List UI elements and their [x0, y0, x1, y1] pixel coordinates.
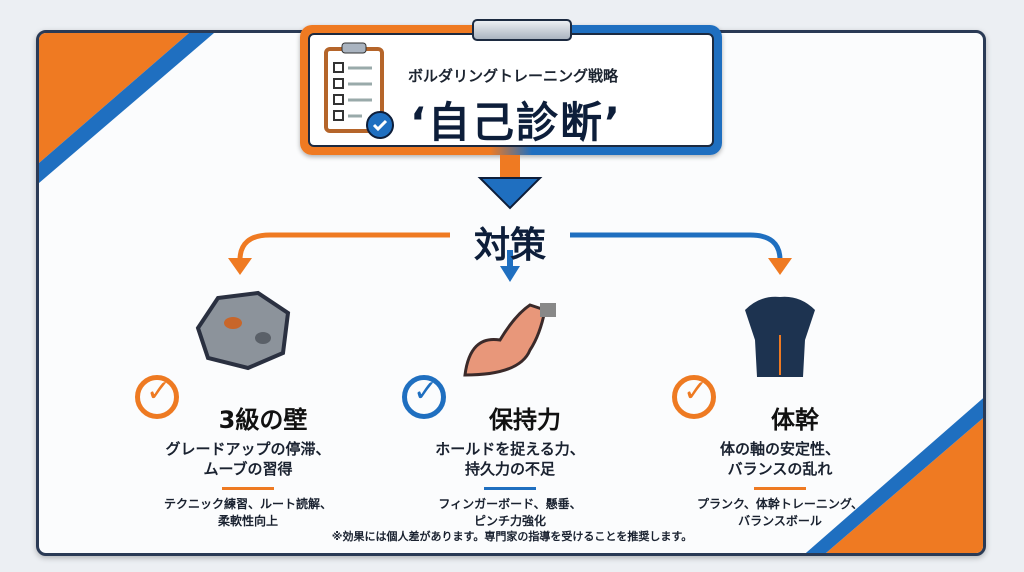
header-title: ‘自己診断’: [410, 98, 622, 147]
header-subtitle: ボルダリングトレーニング戦略: [408, 67, 619, 85]
clipboard-icon: [324, 42, 394, 139]
check-icon: ✓: [135, 374, 179, 419]
title-box: ボルダリングトレーニング戦略 ‘自己診断’: [300, 19, 722, 155]
flexed-arm-icon: [463, 303, 556, 377]
column-core: 体幹 体の軸の安定性、バランスの乱れ プランク、体幹トレーニング、バランスボール: [650, 400, 910, 530]
solution-text: フィンガーボード、懸垂、: [438, 497, 582, 511]
solution-text: プランク、体幹トレーニング、: [696, 497, 864, 511]
problem-text: バランスの乱れ: [727, 460, 833, 478]
flow-arrows: [228, 155, 792, 282]
rock-icon: [195, 290, 291, 371]
divider: [754, 487, 806, 490]
arrow-center: [500, 266, 520, 282]
arrow-right: [570, 232, 783, 261]
problem-text: グレードアップの停滞、: [165, 440, 331, 458]
check-icon: ✓: [672, 374, 716, 419]
decorative-stripes: [39, 33, 983, 553]
column-title: 体幹: [771, 406, 819, 434]
divider: [484, 487, 536, 490]
solution-text: ピンチ力強化: [473, 514, 546, 528]
problem-text: ホールドを捉える力、: [435, 440, 585, 458]
column-grip-strength: 保持力 ホールドを捉える力、持久力の不足 フィンガーボード、懸垂、ピンチ力強化: [380, 400, 640, 530]
column-title: 3級の壁: [218, 406, 308, 434]
solution-text: バランスボール: [738, 514, 822, 528]
down-arrow-icon: [477, 155, 543, 210]
center-label: 対策: [473, 225, 546, 266]
problem-text: 持久力の不足: [464, 460, 555, 478]
solution-text: テクニック練習、ルート読解、: [163, 497, 332, 511]
check-icon: ✓: [402, 374, 446, 419]
column-title: 保持力: [489, 406, 561, 434]
solution-text: 柔軟性向上: [217, 514, 278, 528]
column-grade-wall: 3級の壁 グレードアップの停滞、ムーブの習得 テクニック練習、ルート読解、柔軟性…: [118, 400, 378, 530]
problem-text: 体の軸の安定性、: [719, 440, 840, 458]
torso-icon: [745, 296, 815, 377]
arrow-left: [237, 232, 450, 261]
footnote: ※効果には個人差があります。専門家の指導を受けることを推奨します。: [331, 530, 693, 543]
problem-text: ムーブの習得: [203, 460, 293, 478]
clip-icon: [472, 19, 572, 41]
divider: [222, 487, 274, 490]
